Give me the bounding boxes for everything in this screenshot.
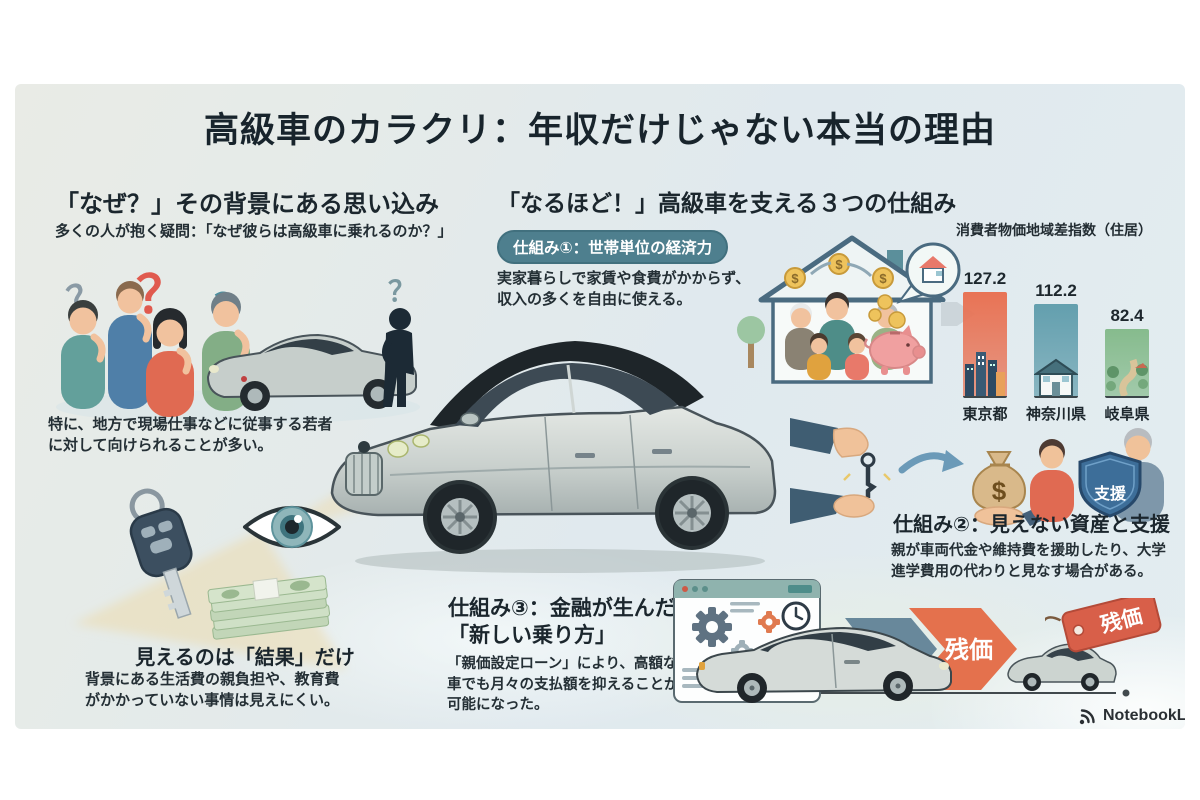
chart-title: 消費者物価地域差指数（住居） (956, 222, 1152, 238)
mechanism1-badge: 仕組み①：世帯単位の経済力 (497, 230, 729, 264)
headlight (209, 365, 219, 373)
residual-chevron-label: 残価 (945, 637, 993, 664)
support-illustration: $ 支援 (790, 418, 1164, 526)
circulation-arrow (846, 262, 873, 278)
question-mark-icon: ？ (388, 276, 416, 307)
category-label: 岐阜県 (1104, 406, 1150, 423)
headlight (939, 662, 949, 670)
mechanism2-heading: 仕組み②：見えない資産と支援 (893, 514, 1170, 536)
left-section-heading: 「なぜ？」その背景にある思い込み (55, 191, 439, 218)
chart-bars: 127.2 112.2 (956, 246, 1185, 398)
dollar-coin-icon: $ (784, 267, 806, 289)
loan-website-illustration (673, 579, 952, 703)
chart-bar-column: 112.2 (1021, 281, 1091, 398)
car-shadow (355, 549, 765, 573)
front-grille (345, 452, 383, 496)
window-pillar (566, 364, 576, 414)
clock-icon (781, 601, 811, 631)
svg-text:$: $ (835, 257, 843, 272)
car-roof (430, 341, 704, 429)
circulation-arrow (810, 261, 832, 276)
grille-badge (358, 441, 370, 453)
shield-label: 支援 (1093, 484, 1127, 503)
bar-kanagawa (1034, 304, 1078, 398)
svg-text:$: $ (992, 476, 1007, 506)
bar-value: 127.2 (963, 269, 1007, 288)
svg-text:$: $ (879, 271, 887, 286)
key-cash-eye-illustration (129, 488, 341, 640)
side-mirror (460, 412, 480, 426)
browser-dot (682, 586, 688, 592)
headlight (412, 434, 430, 448)
suburban-house-icon (1034, 358, 1078, 396)
support-shield-icon: 支援 (1078, 451, 1142, 518)
dollar-coin-icon: $ (828, 253, 850, 275)
notebooklm-logo-icon (1079, 709, 1095, 725)
bar-tokyo (963, 292, 1007, 398)
tail-light (699, 662, 705, 670)
gear-icon (692, 607, 732, 647)
result-text: 背景にある生活費の親負担や、教育費 がかかっていない事情は見えにくい。 (85, 671, 340, 710)
rear-wheel (659, 480, 725, 546)
headlight (387, 440, 409, 458)
household-illustration: $ $ $ (737, 235, 975, 384)
bar-value: 82.4 (1110, 306, 1144, 325)
mother-figure (1030, 439, 1074, 522)
car-windows (455, 363, 678, 427)
left-section-subheading: 多くの人が抱く疑問：「なぜ彼らは高級車に乗れるのか？」 (55, 223, 453, 240)
residual-price-tag: 残価 (1045, 598, 1162, 653)
luxury-sedan-illustration (330, 341, 777, 573)
sedan-illustration (695, 626, 952, 703)
cash-stack-icon (207, 575, 331, 640)
mechanism1-text: 実家暮らしで家賃や食費がかからず、 収入の多くを自由に使える。 (497, 270, 751, 309)
thinking-person (108, 281, 152, 409)
doubt-scene-illustration: ？ ？ ？ (56, 267, 420, 424)
chart-bar-column: 82.4 (1098, 306, 1156, 398)
house-speech-bubble (896, 242, 961, 304)
dollar-coin-icon: $ (872, 267, 894, 289)
svg-text:$: $ (791, 271, 799, 286)
browser-dot (692, 586, 698, 592)
mechanism1-badge-label: 仕組み①：世帯単位の経済力 (497, 230, 729, 264)
car-badge (241, 376, 247, 382)
result-heading: 見えるのは「結果」だけ (135, 647, 355, 669)
front-wheel (427, 484, 493, 550)
piggy-bank-icon (863, 294, 926, 375)
right-section-heading: 「なるほど！」高級車を支える３つの仕組み (497, 190, 957, 216)
bar-value: 112.2 (1035, 281, 1077, 300)
small-car-illustration (1007, 643, 1117, 691)
arrow-head (942, 450, 964, 472)
browser-dot (702, 586, 708, 592)
notebooklm-watermark: NotebookLM (1078, 706, 1185, 726)
silhouette-man (382, 308, 414, 407)
tag-string (1045, 616, 1062, 628)
mechanism2-text: 親が車両代金や維持費を援助したり、大学 進学費用の代わりと見なす場合がある。 (891, 543, 1166, 580)
car-key-icon (129, 488, 193, 619)
mechanism3-heading: 仕組み③：金融が生んだ 「新しい乗り方」 (448, 597, 676, 648)
mechanism3-text: 「親価設定ローン」により、高額な 車でも月々の支払額を抑えることが 可能になった… (447, 656, 679, 714)
chart-categories: 東京都 神奈川県 岐阜県 (956, 403, 1185, 424)
eye-icon (243, 506, 341, 548)
tree-icon (737, 316, 765, 368)
thinking-person (61, 300, 106, 409)
infographic-card: 高級車のカラクリ：年収だけじゃない本当の理由 「なぜ？」その背景にある思い込み … (15, 84, 1185, 729)
city-skyline-icon (965, 352, 1005, 396)
thinking-person (146, 308, 194, 417)
chart-bar-column: 127.2 (956, 269, 1014, 398)
price-index-chart: 消費者物価地域差指数（住居） 127.2 112.2 (956, 220, 1185, 424)
left-note-text: 特に、地方で現場仕事などに従事する若者 に対して向けられることが多い。 (48, 416, 333, 455)
page-title: 高級車のカラクリ：年収だけじゃない本当の理由 (203, 111, 996, 150)
bar-gifu (1105, 329, 1149, 398)
hand-giving-key (790, 418, 891, 524)
watermark-label: NotebookLM (1103, 707, 1185, 724)
category-label: 神奈川県 (1025, 406, 1086, 423)
category-label: 東京都 (962, 406, 1008, 423)
key-icon (860, 452, 876, 468)
arrow-right-icon (941, 302, 975, 326)
countryside-icon (1106, 358, 1148, 396)
gear-icon (758, 611, 780, 633)
